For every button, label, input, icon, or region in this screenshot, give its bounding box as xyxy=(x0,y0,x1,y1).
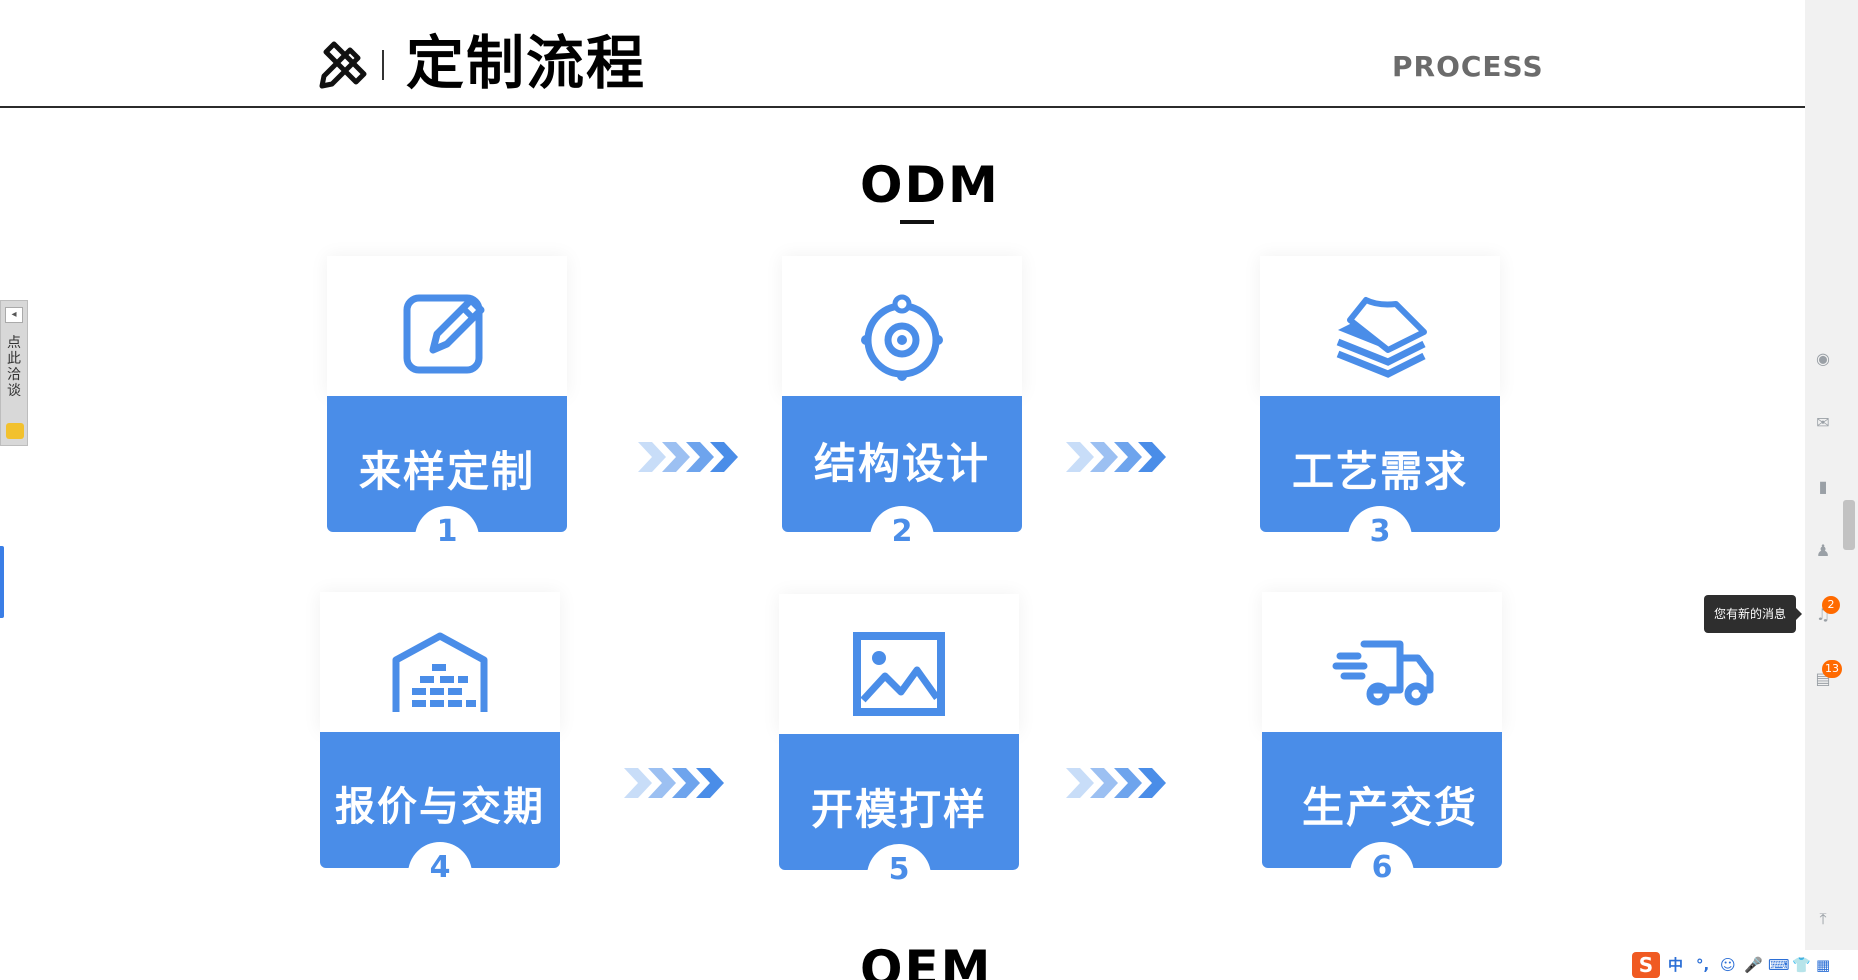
step-card-1: 来样定制 1 xyxy=(327,256,567,570)
notification-badge: 2 xyxy=(1822,596,1840,614)
edit-icon xyxy=(403,294,485,374)
section-title-odm: ODM xyxy=(860,156,1000,214)
step-label: 报价与交期 xyxy=(335,784,545,830)
message-count-badge: 13 xyxy=(1822,660,1842,678)
step-label: 开模打样 xyxy=(810,785,987,834)
truck-icon xyxy=(1332,640,1434,706)
target-icon xyxy=(861,294,943,381)
warehouse-icon xyxy=(392,632,488,712)
bookmark-icon[interactable]: ▮ xyxy=(1818,477,1828,496)
user-icon[interactable]: ◉ xyxy=(1816,349,1830,368)
ime-keyboard-icon[interactable]: ⌨ xyxy=(1768,956,1790,974)
footprint-icon[interactable]: ♟ xyxy=(1815,541,1831,560)
step-number: 1 xyxy=(415,506,479,570)
step-card-3: 工艺需求 3 xyxy=(1260,256,1500,570)
chevron-right-icon xyxy=(1066,768,1166,798)
ime-logo-icon[interactable]: S xyxy=(1632,952,1660,978)
ime-skin-icon[interactable]: 👕 xyxy=(1792,956,1811,974)
scrollbar-thumb[interactable] xyxy=(1843,500,1855,550)
header: 定制流程 PROCESS xyxy=(0,0,1805,108)
step-label: 结构设计 xyxy=(813,439,990,488)
ime-menu-icon[interactable]: ▦ xyxy=(1816,956,1831,974)
pencil-ruler-icon xyxy=(319,41,367,89)
chevron-right-icon xyxy=(638,442,738,472)
ime-mode[interactable]: 中 xyxy=(1668,956,1684,974)
ime-emoji-icon[interactable]: ☺ xyxy=(1720,956,1736,974)
step-number: 3 xyxy=(1348,506,1412,570)
step-number: 6 xyxy=(1350,842,1414,906)
image-icon xyxy=(853,632,945,716)
step-card-5: 开模打样 5 xyxy=(779,594,1019,908)
chevron-right-icon xyxy=(1066,442,1166,472)
new-message-tooltip: 您有新的消息 xyxy=(1704,595,1802,633)
section-title-oem: OEM xyxy=(860,940,993,980)
collapse-arrow-icon[interactable]: ◂ xyxy=(5,307,23,323)
header-divider xyxy=(382,50,384,80)
step-label: 工艺需求 xyxy=(1291,447,1468,496)
ime-punctuation[interactable]: °, xyxy=(1696,956,1710,974)
page-title: 定制流程 xyxy=(406,29,647,97)
chat-icon xyxy=(6,423,24,439)
step-label: 来样定制 xyxy=(358,447,535,496)
step-card-4: 报价与交期 4 xyxy=(320,592,560,906)
page-title-english: PROCESS xyxy=(1392,50,1544,83)
side-float-handle[interactable] xyxy=(0,546,4,618)
back-top-icon[interactable]: ⤒ xyxy=(1819,909,1827,928)
chat-tab[interactable]: ◂ 点此洽谈 xyxy=(0,300,28,446)
step-number: 4 xyxy=(408,842,472,906)
mail-icon[interactable]: ✉ xyxy=(1816,413,1830,432)
section-underline xyxy=(900,220,934,224)
layers-icon xyxy=(1336,297,1427,378)
chevron-right-icon xyxy=(624,768,724,798)
step-number: 5 xyxy=(867,844,931,908)
ime-voice-icon[interactable]: 🎤 xyxy=(1744,956,1763,974)
step-card-2: 结构设计 2 xyxy=(782,256,1022,570)
ime-toolbar: S 中 °, ☺ 🎤 ⌨ 👕 ▦ xyxy=(1632,950,1858,980)
chat-tab-label: 点此洽谈 xyxy=(7,335,21,399)
step-label: 生产交货 xyxy=(1301,783,1478,832)
step-card-6: 生产交货 6 xyxy=(1262,592,1502,906)
right-toolbar xyxy=(1805,0,1858,980)
step-number: 2 xyxy=(870,506,934,570)
